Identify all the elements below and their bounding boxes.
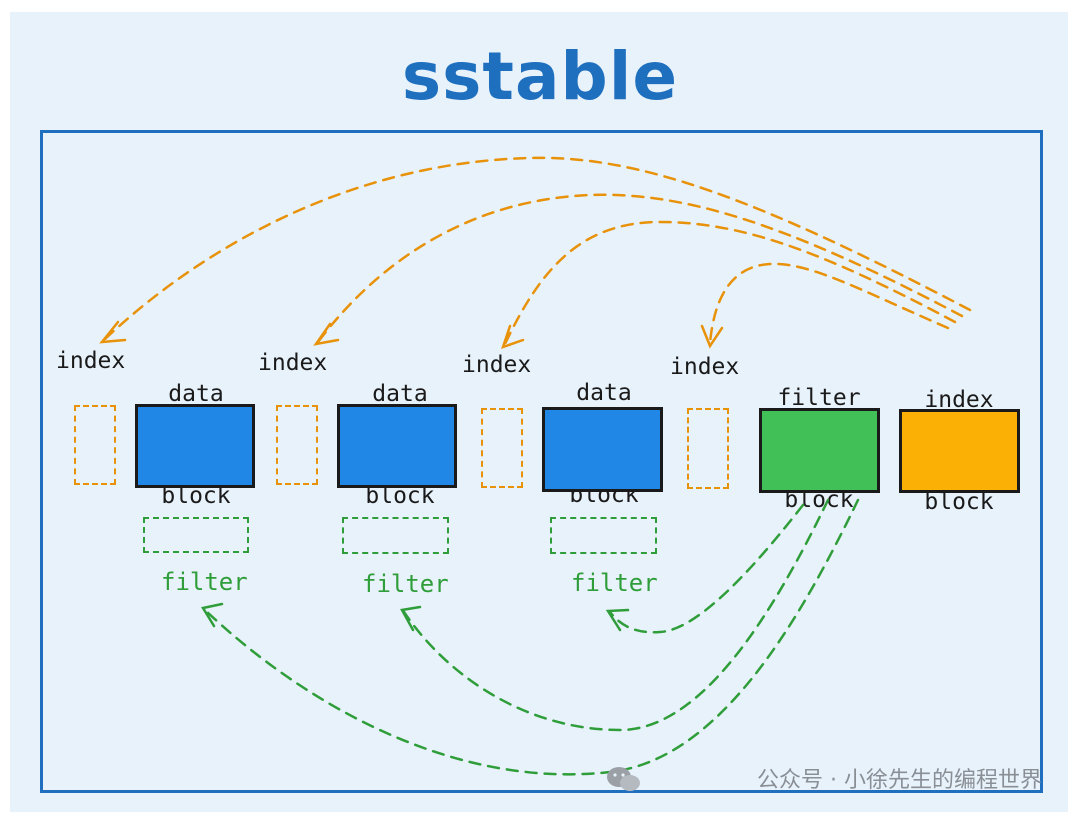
index-arrow-3 xyxy=(503,220,957,346)
index-label-text: index xyxy=(924,387,994,413)
data-label-text: data xyxy=(372,381,428,407)
filter-label-text: filter xyxy=(777,385,861,411)
index-slot-1 xyxy=(74,405,116,485)
index-arrowhead-4 xyxy=(700,324,724,349)
index-arrow-1 xyxy=(102,156,972,342)
data-label-text: data xyxy=(576,380,632,406)
index-arrowhead-2 xyxy=(313,322,340,346)
block-label-text: block xyxy=(924,489,994,515)
filter-label-1: filter xyxy=(161,568,248,596)
filter-arrowhead-2 xyxy=(400,605,422,632)
wechat-icon xyxy=(607,767,640,791)
index-block xyxy=(899,409,1020,493)
index-label-3: index xyxy=(462,352,532,378)
sstable-frame xyxy=(40,130,1043,793)
index-slot-3 xyxy=(481,408,523,488)
diagram-title: sstable xyxy=(401,38,679,115)
filter-slot-1 xyxy=(143,517,249,553)
filter-arrow-2 xyxy=(402,498,830,732)
index-label-1: index xyxy=(56,348,126,374)
filter-block-label: filter block xyxy=(774,313,864,551)
filter-slot-2 xyxy=(342,517,449,554)
index-arrow-2 xyxy=(316,193,964,344)
data-block-3 xyxy=(542,407,663,492)
index-block-label: index block xyxy=(916,315,1002,553)
filter-slot-3 xyxy=(550,517,657,554)
data-block-2 xyxy=(337,404,457,488)
filter-label-3: filter xyxy=(571,569,658,597)
filter-arrowhead-1 xyxy=(201,602,224,628)
data-label-text: data xyxy=(168,381,224,407)
index-arrowhead-1 xyxy=(99,320,127,344)
data-block-1 xyxy=(135,404,255,488)
index-label-2: index xyxy=(258,350,328,376)
filter-arrowhead-3 xyxy=(605,608,630,632)
filter-label-2: filter xyxy=(362,570,449,598)
index-arrow-4 xyxy=(708,262,950,345)
index-slot-2 xyxy=(276,405,318,485)
filter-arrow-3 xyxy=(608,503,805,634)
filter-arrow-1 xyxy=(203,498,860,776)
index-label-4: index xyxy=(670,354,740,380)
index-arrowhead-3 xyxy=(501,324,525,350)
filter-block xyxy=(759,408,880,493)
watermark-text: 公众号 · 小徐先生的编程世界 xyxy=(757,768,1042,793)
index-slot-4 xyxy=(687,408,729,489)
